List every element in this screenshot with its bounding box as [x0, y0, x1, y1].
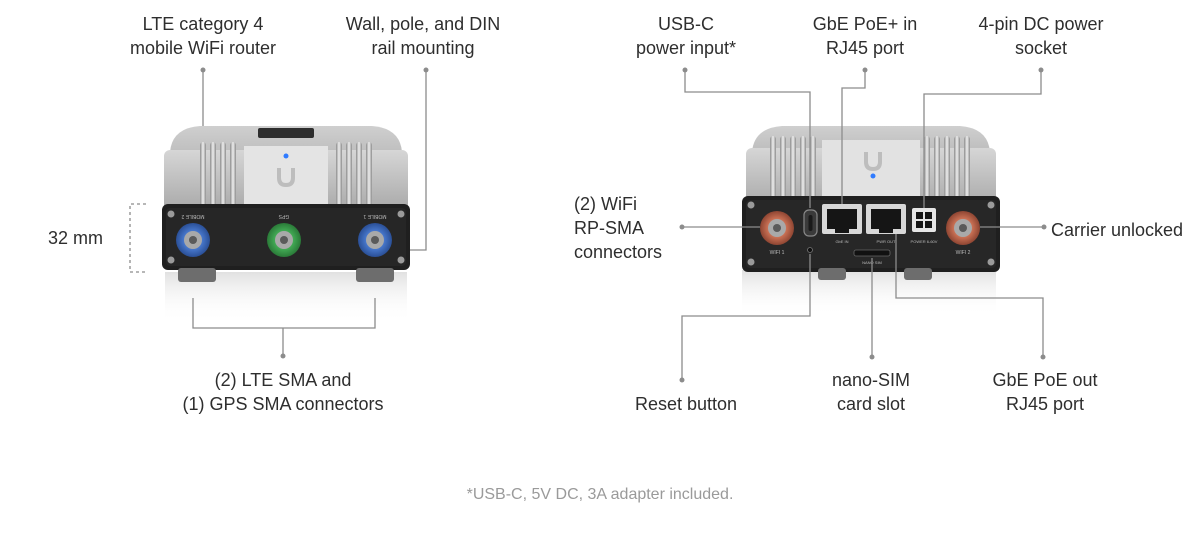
label-dc-socket: 4-pin DC power socket [978, 12, 1103, 60]
label-line: USB-C [657, 14, 715, 34]
wifi-connector-right [946, 211, 980, 245]
gps-connector [267, 223, 301, 257]
port-marking-wifi1: WIFI 1 [770, 250, 785, 256]
label-nano-sim: nano-SIM card slot [832, 368, 910, 416]
label-carrier: Carrier unlocked [1051, 218, 1183, 242]
leader-lines [129, 70, 1044, 380]
lte-connector-right [358, 223, 392, 257]
label-line: RJ45 port [1005, 394, 1085, 414]
label-line: power input* [635, 38, 737, 58]
ubiquiti-logo [277, 168, 295, 188]
label-line: rail mounting [371, 38, 475, 58]
leader-dots [200, 67, 1047, 383]
port-marking-gbe-in: GbE IN [835, 239, 848, 244]
label-line: (2) WiFi [574, 194, 637, 214]
label-lte-router: LTE category 4 mobile WiFi router [130, 12, 276, 60]
port-marking-power: POWER 6-60V [911, 239, 938, 244]
label-line: LTE category 4 [142, 14, 264, 34]
front-device: MOBILE 2 GPS MOBILE 1 [162, 126, 410, 322]
label-line: 4-pin DC power [978, 14, 1104, 34]
leader-lte-sma [192, 298, 376, 356]
label-line: mobile WiFi router [129, 38, 277, 58]
reset-hole [807, 247, 813, 253]
label-line: 32 mm [48, 228, 104, 248]
label-line: Carrier unlocked [1051, 220, 1184, 240]
port-marking-mobile2: MOBILE 2 [181, 213, 204, 219]
label-wifi-sma: (2) WiFi RP-SMA connectors [574, 192, 662, 264]
port-marking-wifi2: WIFI 2 [956, 250, 971, 256]
label-line: RJ45 port [825, 38, 905, 58]
height-bracket [129, 203, 146, 273]
label-line: RP-SMA [574, 218, 645, 238]
sim-slot [853, 249, 891, 257]
label-line: socket [1014, 38, 1068, 58]
leader-reset [681, 254, 811, 380]
status-led [283, 153, 289, 159]
dc-power-socket [912, 208, 936, 232]
leader-mounting [410, 70, 427, 251]
ubiquiti-logo [864, 152, 882, 172]
label-line: GbE PoE out [992, 370, 1098, 390]
label-line: (1) GPS SMA connectors [182, 394, 384, 414]
leader-usbc [684, 70, 811, 208]
label-height: 32 mm [48, 226, 103, 250]
label-poe-out: GbE PoE out RJ45 port [992, 368, 1097, 416]
port-marking-gps: GPS [278, 213, 289, 219]
label-usbc: USB-C power input* [636, 12, 736, 60]
port-marking-mobile1: MOBILE 1 [363, 213, 386, 219]
label-lte-sma: (2) LTE SMA and (1) GPS SMA connectors [182, 368, 383, 416]
rj45-in-port [822, 204, 862, 234]
back-device: WIFI 1 WIFI 2 GbE IN PWR OUT [742, 126, 1000, 316]
port-marking-pwr-out: PWR OUT [877, 239, 896, 244]
label-poe-in: GbE PoE+ in RJ45 port [813, 12, 918, 60]
leader-poe-in [841, 70, 866, 204]
leader-poe-out [895, 234, 1044, 357]
status-led [870, 173, 876, 179]
lte-connector-left [176, 223, 210, 257]
label-line: GbE PoE+ in [812, 14, 918, 34]
footnote: *USB-C, 5V DC, 3A adapter included. [466, 486, 734, 503]
label-mounting: Wall, pole, and DIN rail mounting [346, 12, 500, 60]
label-line: (2) LTE SMA and [214, 370, 352, 390]
label-line: nano-SIM [831, 370, 911, 390]
label-line: card slot [836, 394, 906, 414]
label-line: connectors [574, 242, 663, 262]
label-line: Wall, pole, and DIN [345, 14, 501, 34]
leader-dc-socket [923, 70, 1042, 208]
label-line: Reset button [634, 394, 738, 414]
label-reset: Reset button [635, 392, 737, 416]
rj45-out-port [866, 204, 906, 234]
wifi-connector-left [760, 211, 794, 245]
